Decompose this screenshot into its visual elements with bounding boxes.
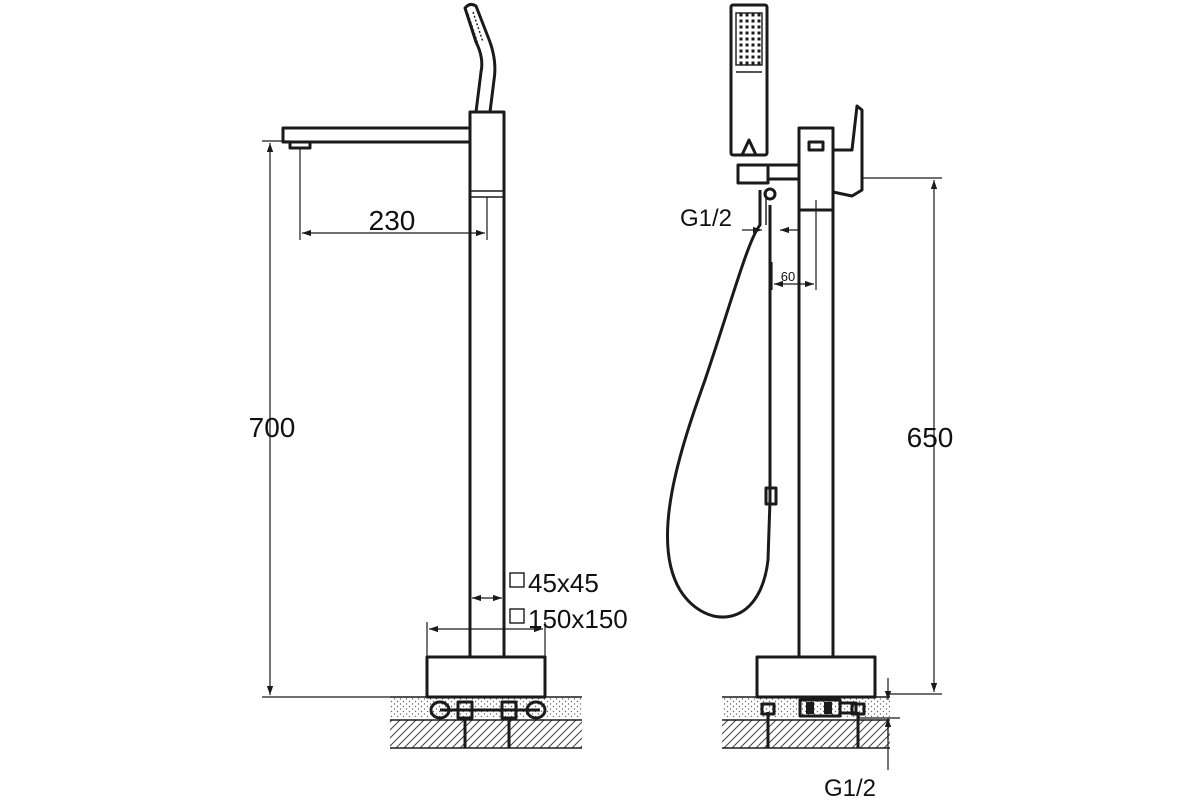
label-supply-connection: G1/2 bbox=[824, 775, 876, 800]
right-hand-shower bbox=[729, 3, 770, 185]
left-floor bbox=[390, 696, 582, 749]
label-mixer-height: 650 bbox=[907, 422, 954, 453]
dimension-supply-connection: G1/2 bbox=[824, 678, 900, 800]
right-base-block bbox=[755, 655, 877, 699]
right-mounting-kit bbox=[760, 698, 866, 748]
dimension-overall-height: 700 bbox=[249, 140, 390, 698]
dimension-column-section: 45x45 bbox=[472, 568, 599, 602]
label-base-plate: 150x150 bbox=[528, 604, 628, 634]
dimension-handle-offset: 60 bbox=[771, 200, 817, 290]
label-column-section: 45x45 bbox=[528, 568, 599, 598]
dimension-hose-connection: G1/2 bbox=[680, 205, 800, 234]
dimension-spout-reach: 230 bbox=[299, 148, 488, 240]
label-spout-reach: 230 bbox=[369, 205, 416, 236]
label-handle-offset: 60 bbox=[781, 269, 795, 284]
left-view: 230 700 45x45 150x150 bbox=[249, 2, 628, 749]
label-overall-height: 700 bbox=[249, 412, 296, 443]
left-mounting-kit bbox=[429, 700, 547, 748]
right-hose bbox=[665, 187, 778, 619]
left-hand-shower bbox=[463, 2, 497, 113]
right-handle-lever bbox=[832, 104, 864, 198]
right-column bbox=[766, 126, 835, 659]
dimension-base-plate: 150x150 bbox=[426, 604, 628, 657]
left-column bbox=[468, 110, 506, 659]
left-base-block bbox=[425, 655, 547, 699]
dimension-mixer-height: 650 bbox=[862, 177, 954, 695]
label-hose-connection: G1/2 bbox=[680, 205, 732, 232]
right-view: G1/2 60 650 G1/2 bbox=[665, 3, 954, 800]
left-spout bbox=[281, 126, 472, 150]
